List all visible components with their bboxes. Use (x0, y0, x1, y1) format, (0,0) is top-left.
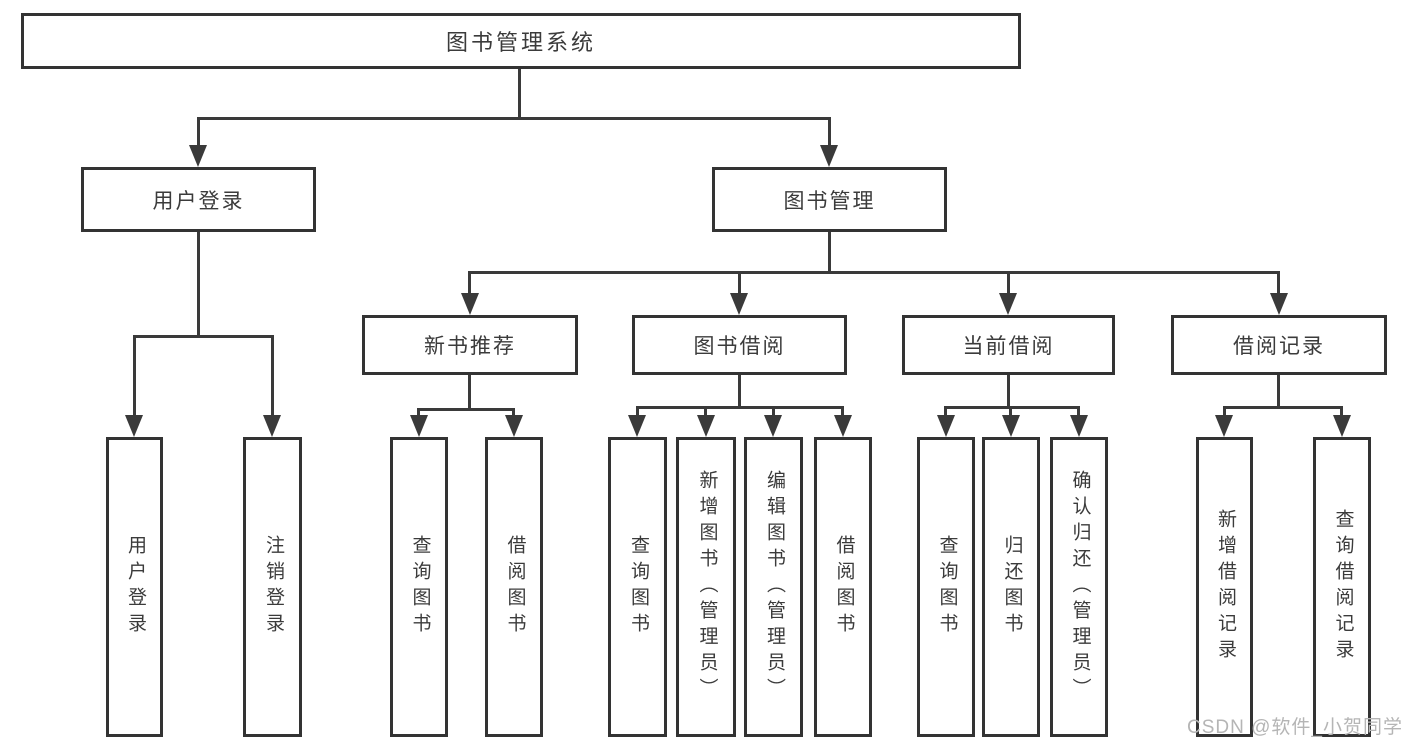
connector-to-leaf-query-record (1340, 406, 1343, 418)
arrowhead-to-user-login (189, 145, 207, 167)
arrowhead-to-leaf-add-book (697, 415, 715, 437)
connector-to-leaf-user-login (133, 335, 136, 417)
node-new-book-recommendation: 新书推荐 (362, 315, 578, 375)
node-current-borrowing: 当前借阅 (902, 315, 1115, 375)
node-library-management-system: 图书管理系统 (21, 13, 1021, 69)
connector-to-leaf-confirm-return (1077, 406, 1080, 418)
leaf-return-book: 归还图书 (982, 437, 1040, 737)
node-label: 当前借阅 (962, 335, 1055, 358)
connector-to-leaf-edit-book (772, 406, 775, 418)
connector-to-user-login (197, 117, 200, 147)
leaf-edit-book-admin: 编辑图书（管理员） (744, 437, 803, 737)
arrowhead-to-leaf-query-record (1333, 415, 1351, 437)
node-label: 用户登录 (152, 189, 245, 213)
arrowhead-to-leaf-query-books-2 (628, 415, 646, 437)
connector-to-current-borrowing (1007, 271, 1010, 296)
connector-book-borrowing-split (636, 406, 844, 409)
arrowhead-to-borrowing-records (1270, 293, 1288, 315)
arrowhead-to-leaf-query-books-1 (410, 415, 428, 437)
leaf-query-books-2: 查询图书 (608, 437, 667, 737)
arrowhead-to-leaf-return-book (1002, 415, 1020, 437)
node-label: 查询借阅记录 (1332, 509, 1354, 665)
connector-to-leaf-query-books-3 (944, 406, 947, 418)
node-label: 借阅图书 (833, 535, 855, 639)
node-label: 确认归还（管理员） (1069, 470, 1091, 704)
node-label: 归还图书 (1001, 535, 1023, 639)
node-label: 查询图书 (409, 535, 431, 639)
connector-to-book-management (828, 117, 831, 147)
connector-new-book-split (417, 408, 515, 411)
connector-level2-split (468, 271, 1280, 274)
node-label: 新增图书（管理员） (696, 470, 718, 704)
node-label: 查询图书 (627, 535, 649, 639)
arrowhead-to-leaf-confirm-return (1070, 415, 1088, 437)
arrowhead-to-leaf-add-record (1215, 415, 1233, 437)
connector-book-management-stem (828, 232, 831, 274)
node-label: 查询图书 (936, 535, 958, 639)
arrowhead-to-leaf-user-login (125, 415, 143, 437)
connector-to-leaf-logout (271, 335, 274, 417)
node-label: 注销登录 (262, 535, 284, 639)
arrowhead-to-book-borrowing (730, 293, 748, 315)
connector-to-book-borrowing (738, 271, 741, 296)
connector-current-borrowing-split (944, 406, 1080, 409)
connector-to-leaf-query-books-2 (636, 406, 639, 418)
connector-to-leaf-borrow-books-2 (841, 406, 844, 418)
arrowhead-to-book-management (820, 145, 838, 167)
arrowhead-to-leaf-logout (263, 415, 281, 437)
connector-level1-split (197, 117, 830, 120)
arrowhead-to-leaf-query-books-3 (937, 415, 955, 437)
leaf-logout: 注销登录 (243, 437, 302, 737)
connector-user-login-stem (197, 232, 200, 335)
connector-to-leaf-borrow-books-1 (512, 408, 515, 418)
node-label: 借阅图书 (504, 535, 526, 639)
node-label: 图书管理系统 (445, 30, 596, 55)
arrowhead-to-leaf-edit-book (764, 415, 782, 437)
leaf-query-books-3: 查询图书 (917, 437, 975, 737)
leaf-user-login: 用户登录 (106, 437, 163, 737)
connector-to-leaf-query-books-1 (417, 408, 420, 418)
node-book-management: 图书管理 (712, 167, 947, 232)
arrowhead-to-leaf-borrow-books-2 (834, 415, 852, 437)
arrowhead-to-leaf-borrow-books-1 (505, 415, 523, 437)
connector-user-login-split (133, 335, 274, 338)
node-label: 新增借阅记录 (1214, 509, 1236, 665)
leaf-add-book-admin: 新增图书（管理员） (676, 437, 736, 737)
node-label: 用户登录 (124, 535, 146, 639)
connector-book-borrowing-stem (738, 375, 741, 409)
node-user-login: 用户登录 (81, 167, 316, 232)
node-label: 编辑图书（管理员） (763, 470, 785, 704)
csdn-watermark: CSDN @软件_小贺同学 (1187, 717, 1403, 738)
connector-borrowing-records-stem (1277, 375, 1280, 409)
leaf-confirm-return-admin: 确认归还（管理员） (1050, 437, 1108, 737)
arrowhead-to-new-book (461, 293, 479, 315)
leaf-borrow-books-2: 借阅图书 (814, 437, 872, 737)
leaf-borrow-books-1: 借阅图书 (485, 437, 543, 737)
node-borrowing-records: 借阅记录 (1171, 315, 1387, 375)
connector-borrowing-records-split (1223, 406, 1343, 409)
node-book-borrowing: 图书借阅 (632, 315, 847, 375)
connector-to-new-book (468, 271, 471, 296)
connector-to-borrowing-records (1277, 271, 1280, 296)
arrowhead-to-current-borrowing (999, 293, 1017, 315)
connector-root-stem (518, 69, 521, 117)
connector-new-book-stem (468, 375, 471, 411)
connector-to-leaf-return-book (1009, 406, 1012, 418)
leaf-add-borrow-record: 新增借阅记录 (1196, 437, 1253, 737)
connector-current-borrowing-stem (1007, 375, 1010, 409)
node-label: 新书推荐 (424, 335, 516, 358)
node-label: 图书管理 (783, 189, 876, 213)
node-label: 图书借阅 (693, 335, 786, 358)
leaf-query-books-1: 查询图书 (390, 437, 448, 737)
connector-to-leaf-add-book (704, 406, 707, 418)
connector-to-leaf-add-record (1223, 406, 1226, 418)
leaf-query-borrow-record: 查询借阅记录 (1313, 437, 1371, 737)
node-label: 借阅记录 (1233, 335, 1325, 358)
